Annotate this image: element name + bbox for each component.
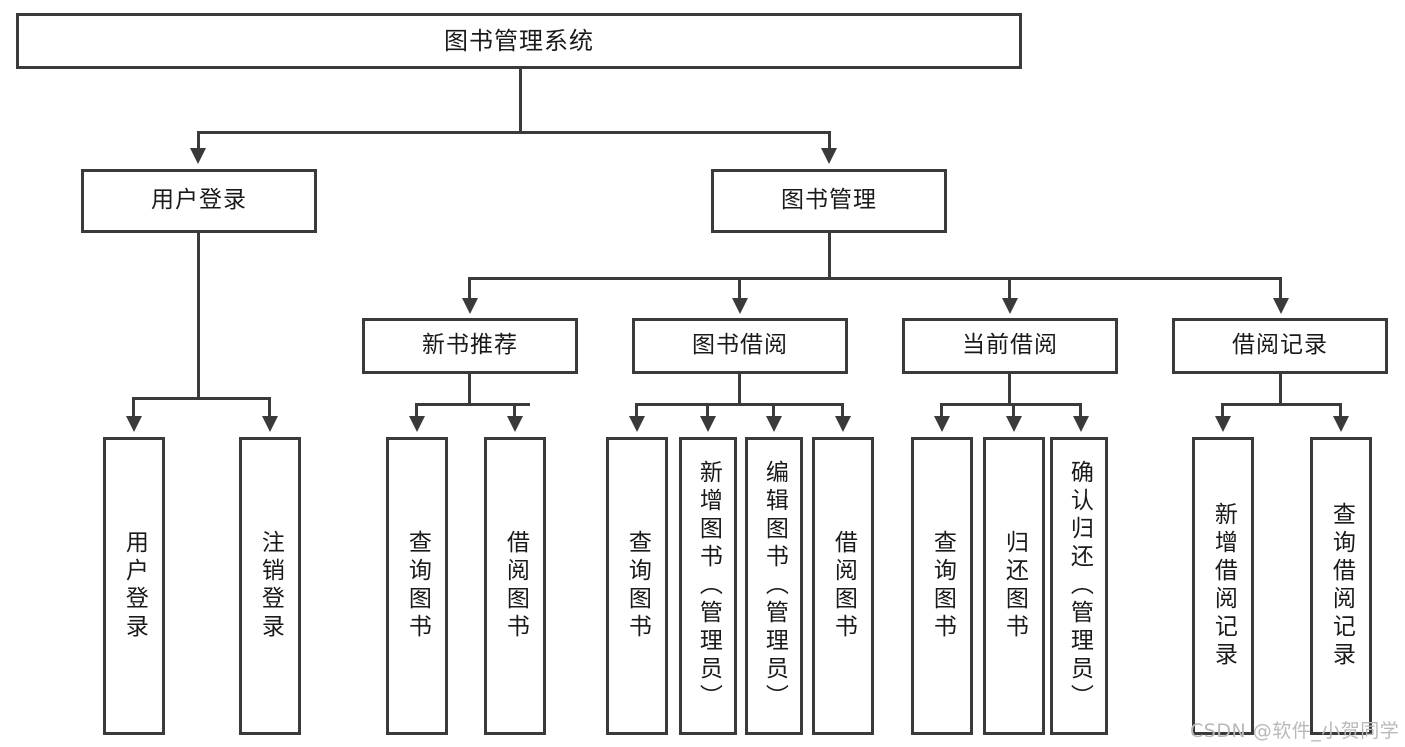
connector-book-borrow-to-leaf4 — [841, 403, 844, 418]
arrowhead-current-borrow-leaf2 — [1006, 416, 1022, 432]
arrowhead-new-book-leaf2 — [507, 416, 523, 432]
connector-borrow-record-bus — [1221, 403, 1342, 406]
node-book-manage[interactable]: 图书管理 — [711, 169, 947, 233]
arrowhead-user-login-to-leaf2 — [262, 416, 278, 432]
connector-current-borrow-to-leaf2 — [1012, 403, 1015, 418]
node-new-book-rec[interactable]: 新书推荐 — [362, 318, 578, 374]
arrowhead-root-to-user-login — [190, 148, 206, 164]
connector-user-login-stem — [197, 233, 200, 398]
connector-new-book-bus — [415, 403, 530, 406]
connector-book-borrow-to-leaf1 — [635, 403, 638, 418]
leaf-user-login[interactable]: 用户登录 — [103, 437, 165, 735]
connector-root-to-book-manage — [828, 131, 831, 151]
node-borrow-record[interactable]: 借阅记录 — [1172, 318, 1388, 374]
leaf-borrow-book-2-label: 借阅图书 — [830, 530, 857, 642]
node-root[interactable]: 图书管理系统 — [16, 13, 1022, 69]
node-current-borrow[interactable]: 当前借阅 — [902, 318, 1118, 374]
arrowhead-book-borrow-leaf2 — [700, 416, 716, 432]
leaf-return-book-label: 归还图书 — [1001, 530, 1028, 642]
connector-book-manage-to-book-borrow — [738, 277, 741, 301]
arrowhead-to-new-book-rec — [462, 298, 478, 314]
leaf-add-record-label: 新增借阅记录 — [1210, 502, 1237, 670]
arrowhead-to-current-borrow — [1002, 298, 1018, 314]
connector-book-manage-stem — [828, 233, 831, 278]
leaf-edit-book[interactable]: 编辑图书（管理员） — [745, 437, 803, 735]
leaf-query-book-1-label: 查询图书 — [404, 530, 431, 642]
connector-new-book-to-leaf1 — [415, 403, 418, 418]
leaf-query-book-2-label: 查询图书 — [624, 530, 651, 642]
arrowhead-current-borrow-leaf3 — [1073, 416, 1089, 432]
leaf-add-book[interactable]: 新增图书（管理员） — [679, 437, 737, 735]
connector-borrow-record-to-leaf1 — [1221, 403, 1224, 418]
leaf-query-book-3-label: 查询图书 — [929, 530, 956, 642]
leaf-confirm-return[interactable]: 确认归还（管理员） — [1050, 437, 1108, 735]
leaf-confirm-return-label: 确认归还（管理员） — [1066, 460, 1093, 712]
leaf-query-book-2[interactable]: 查询图书 — [606, 437, 668, 735]
arrowhead-book-borrow-leaf1 — [629, 416, 645, 432]
leaf-query-book-3[interactable]: 查询图书 — [911, 437, 973, 735]
arrowhead-root-to-book-manage — [821, 148, 837, 164]
leaf-query-record-label: 查询借阅记录 — [1328, 502, 1355, 670]
leaf-add-record[interactable]: 新增借阅记录 — [1192, 437, 1254, 735]
connector-root-to-user-login — [197, 131, 200, 151]
arrowhead-book-borrow-leaf4 — [835, 416, 851, 432]
arrowhead-borrow-record-leaf1 — [1215, 416, 1231, 432]
node-book-borrow[interactable]: 图书借阅 — [632, 318, 848, 374]
connector-user-login-bus — [132, 397, 271, 400]
node-user-login-label: 用户登录 — [151, 187, 247, 214]
connector-book-borrow-to-leaf3 — [772, 403, 775, 418]
connector-new-book-to-leaf2 — [513, 403, 516, 418]
connector-current-borrow-bus — [940, 403, 1079, 406]
connector-current-borrow-stem — [1008, 374, 1011, 404]
arrowhead-current-borrow-leaf1 — [934, 416, 950, 432]
leaf-borrow-book-2[interactable]: 借阅图书 — [812, 437, 874, 735]
node-new-book-rec-label: 新书推荐 — [422, 332, 518, 359]
connector-root-bus — [197, 131, 831, 134]
connector-root-stem — [519, 69, 522, 132]
arrowhead-book-borrow-leaf3 — [766, 416, 782, 432]
leaf-edit-book-label: 编辑图书（管理员） — [761, 460, 788, 712]
connector-book-manage-to-current-borrow — [1008, 277, 1011, 301]
connector-user-login-to-leaf1 — [132, 397, 135, 419]
arrowhead-new-book-leaf1 — [409, 416, 425, 432]
connector-user-login-to-leaf2 — [268, 397, 271, 419]
connector-current-borrow-to-leaf3 — [1079, 403, 1082, 418]
arrowhead-user-login-to-leaf1 — [126, 416, 142, 432]
leaf-return-book[interactable]: 归还图书 — [983, 437, 1045, 735]
arrowhead-to-borrow-record — [1273, 298, 1289, 314]
node-borrow-record-label: 借阅记录 — [1232, 332, 1328, 359]
leaf-add-book-label: 新增图书（管理员） — [695, 460, 722, 712]
node-book-manage-label: 图书管理 — [781, 187, 877, 214]
leaf-user-logout-label: 注销登录 — [257, 530, 284, 642]
connector-book-borrow-stem — [738, 374, 741, 404]
connector-new-book-stem — [468, 374, 471, 404]
node-current-borrow-label: 当前借阅 — [962, 332, 1058, 359]
connector-current-borrow-to-leaf1 — [940, 403, 943, 418]
connector-borrow-record-to-leaf2 — [1339, 403, 1342, 418]
connector-book-manage-to-new-book — [468, 277, 471, 301]
connector-book-borrow-to-leaf2 — [706, 403, 709, 418]
connector-borrow-record-stem — [1279, 374, 1282, 404]
connector-book-borrow-bus — [635, 403, 843, 406]
connector-book-manage-bus — [468, 277, 1282, 280]
leaf-query-record[interactable]: 查询借阅记录 — [1310, 437, 1372, 735]
arrowhead-to-book-borrow — [732, 298, 748, 314]
leaf-borrow-book-1[interactable]: 借阅图书 — [484, 437, 546, 735]
arrowhead-borrow-record-leaf2 — [1333, 416, 1349, 432]
connector-book-manage-to-borrow-record — [1279, 277, 1282, 301]
leaf-query-book-1[interactable]: 查询图书 — [386, 437, 448, 735]
node-root-label: 图书管理系统 — [444, 26, 594, 55]
leaf-user-logout[interactable]: 注销登录 — [239, 437, 301, 735]
node-user-login[interactable]: 用户登录 — [81, 169, 317, 233]
leaf-user-login-label: 用户登录 — [121, 530, 148, 642]
leaf-borrow-book-1-label: 借阅图书 — [502, 530, 529, 642]
node-book-borrow-label: 图书借阅 — [692, 332, 788, 359]
